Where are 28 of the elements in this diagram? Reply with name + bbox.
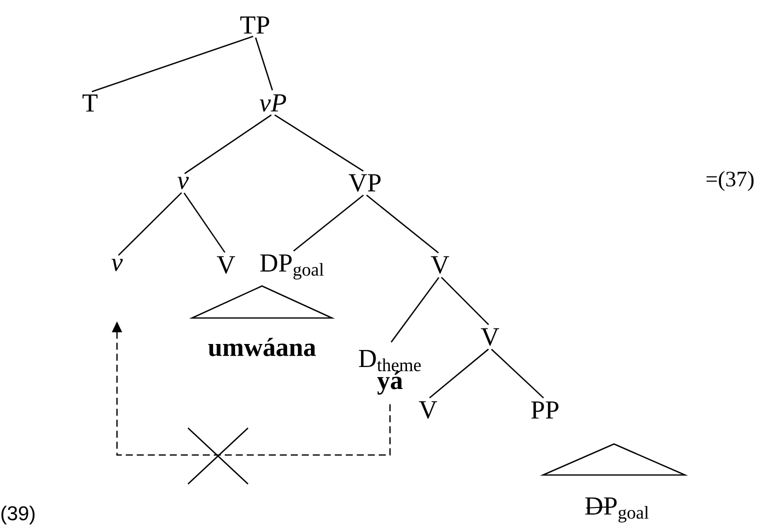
tree-label: DP$_{goal}$ bbox=[260, 254, 324, 280]
branch-line bbox=[184, 114, 272, 174]
branch-line bbox=[491, 348, 544, 398]
tree-label: v bbox=[178, 176, 189, 190]
branch-line bbox=[366, 194, 439, 254]
branch-line bbox=[429, 348, 489, 398]
tree-label: TP bbox=[240, 16, 270, 34]
branch-line bbox=[255, 37, 274, 90]
branch-line bbox=[184, 192, 226, 253]
tree-label: VP bbox=[348, 174, 381, 192]
tree-label: V bbox=[216, 256, 236, 274]
tree-label: D$_{theme}$ yá bbox=[358, 350, 421, 395]
tree-label: V bbox=[480, 328, 500, 346]
branch-line bbox=[390, 277, 440, 343]
branch-line bbox=[118, 192, 182, 256]
label-number: =(37) bbox=[706, 171, 754, 191]
branch-line bbox=[440, 276, 490, 326]
branch-line bbox=[274, 114, 364, 172]
tree-label: V bbox=[430, 256, 450, 274]
tree-label: v bbox=[112, 258, 123, 272]
tree-label: T bbox=[82, 94, 98, 112]
example-number: (39) bbox=[1, 506, 35, 524]
tree-label: PP bbox=[531, 401, 558, 419]
tree-label: vP bbox=[260, 94, 286, 112]
branch-line bbox=[92, 36, 254, 92]
branch-line bbox=[293, 194, 364, 252]
tree-label: umwáana bbox=[208, 338, 316, 356]
tree-label: V bbox=[418, 401, 438, 419]
